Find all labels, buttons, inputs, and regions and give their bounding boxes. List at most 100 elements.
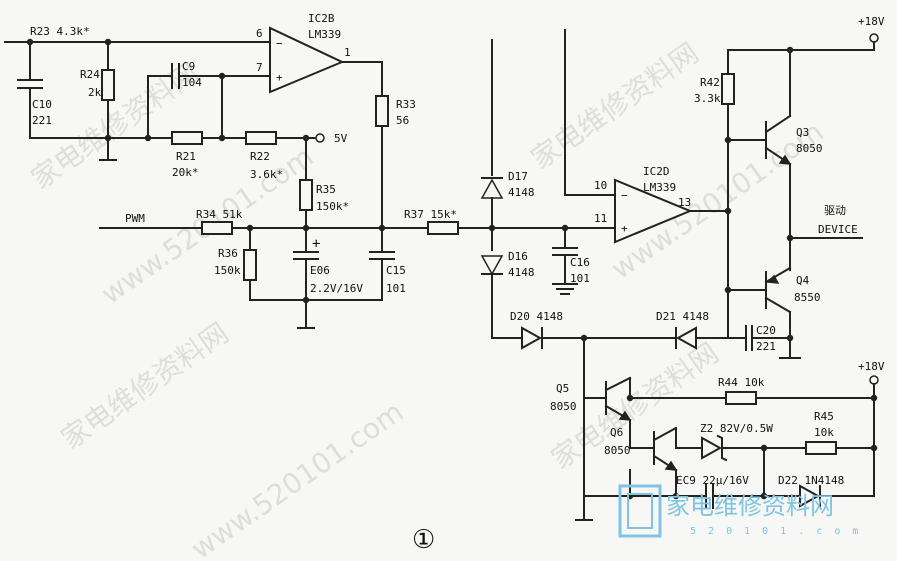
brand-name: 家电维修资料网 (666, 492, 834, 520)
ic2d-comparator (614, 178, 693, 244)
r36-label: R36 (218, 247, 238, 260)
r42-label: R42 (700, 76, 720, 89)
5v-terminal (315, 133, 325, 143)
d17-value: 4148 (508, 186, 535, 199)
r42-value: 3.3k (694, 92, 721, 105)
ic2b-plus: + (276, 71, 283, 84)
r24-value: 2k (88, 86, 102, 99)
z2-label: Z2 82V/0.5W (700, 422, 773, 435)
r35-label: R35 (316, 183, 336, 196)
r21-label: R21 (176, 150, 196, 163)
r24-label: R24 (80, 68, 100, 81)
r33-value: 56 (396, 114, 409, 127)
q4-emitter-arrow (766, 274, 780, 284)
v18-top-terminal (869, 33, 879, 43)
watermark-text: 家电维修资料网 (525, 36, 704, 175)
c10-label: C10 (32, 98, 52, 111)
r22-label: R22 (250, 150, 270, 163)
c9-label: C9 (182, 60, 195, 73)
r22-value: 3.6k* (250, 168, 283, 181)
ec9-label: EC9 22μ/16V (676, 474, 749, 487)
d21-label: D21 4148 (656, 310, 709, 323)
c16-value: 101 (570, 272, 590, 285)
pwm-label: PWM (125, 212, 145, 225)
q6-value: 8050 (604, 444, 631, 457)
ic2d-plus: + (621, 222, 628, 235)
ic2d-pin13: 13 (678, 196, 691, 209)
site-logo: 家电维修资料网 5 2 0 1 0 1 . c o m (618, 484, 861, 538)
c15-label: C15 (386, 264, 406, 277)
ic2d-pin10: 10 (594, 179, 607, 192)
q6-label: Q6 (610, 426, 623, 439)
q5-label: Q5 (556, 382, 569, 395)
r44-resistor (725, 391, 757, 405)
r37-resistor (427, 221, 459, 235)
r36-value: 150k (214, 264, 241, 277)
ic2b-pin7: 7 (256, 61, 263, 74)
q4-label: Q4 (796, 274, 810, 287)
c20-value: 221 (756, 340, 776, 353)
ic2b-pin1: 1 (344, 46, 351, 59)
device-label: DEVICE (818, 223, 858, 236)
ic2d-name: IC2D (643, 165, 670, 178)
r35-resistor (299, 179, 313, 211)
c15-value: 101 (386, 282, 406, 295)
r23-label: R23 4.3k* (30, 25, 90, 38)
r45-value: 10k (814, 426, 834, 439)
drive-label: 驱动 (824, 204, 846, 217)
ic2b-pin6: 6 (256, 27, 263, 40)
q3-value: 8050 (796, 142, 823, 155)
ic2b-comparator (269, 26, 345, 94)
d17-diode (480, 178, 504, 199)
q6-emitter-arrow (664, 460, 678, 471)
5v-label: 5V (334, 132, 348, 145)
d22-label: D22 1N4148 (778, 474, 844, 487)
v18-top-label: +18V (858, 15, 885, 28)
v18-bottom-terminal (869, 375, 879, 385)
c10-value: 221 (32, 114, 52, 127)
r34-resistor (201, 221, 233, 235)
ic2d-minus: − (621, 189, 628, 202)
q4-value: 8550 (794, 291, 821, 304)
e06-value: 2.2V/16V (310, 282, 363, 295)
r21-value: 20k* (172, 166, 199, 179)
watermark-text: www.520101.com (185, 395, 409, 561)
v18-bottom-label: +18V (858, 360, 885, 373)
r22-resistor (245, 131, 277, 145)
q3-label: Q3 (796, 126, 809, 139)
q5-emitter-arrow (618, 410, 632, 421)
ic2d-pin11: 11 (594, 212, 607, 225)
r34-label: R34 51k (196, 208, 243, 221)
r33-label: R33 (396, 98, 416, 111)
d20-diode (521, 326, 543, 350)
q3-emitter-arrow (778, 154, 792, 165)
r45-label: R45 (814, 410, 834, 423)
r42-resistor (721, 73, 735, 105)
ic2b-part: LM339 (308, 28, 341, 41)
d20-label: D20 4148 (510, 310, 563, 323)
figure-number: ① (412, 525, 435, 555)
watermark-text: 家电维修资料网 (55, 316, 234, 455)
q5-value: 8050 (550, 400, 577, 413)
r21-resistor (171, 131, 203, 145)
ic2d-part: LM339 (643, 181, 676, 194)
r36-resistor (243, 249, 257, 281)
r45-resistor (805, 441, 837, 455)
d16-label: D16 (508, 250, 528, 263)
d17-label: D17 (508, 170, 528, 183)
e06-plus: + (312, 236, 320, 252)
r24-resistor (101, 69, 115, 101)
d21-diode (675, 326, 697, 350)
c9-value: 104 (182, 76, 202, 89)
c16-label: C16 (570, 256, 590, 269)
e06-label: E06 (310, 264, 330, 277)
brand-url: 5 2 0 1 0 1 . c o m (690, 526, 861, 537)
d16-diode (480, 255, 504, 276)
c20-label: C20 (756, 324, 776, 337)
ic2b-minus: − (276, 37, 283, 50)
r37-label: R37 15k* (404, 208, 457, 221)
r35-value: 150k* (316, 200, 349, 213)
z2-zener (701, 436, 723, 460)
